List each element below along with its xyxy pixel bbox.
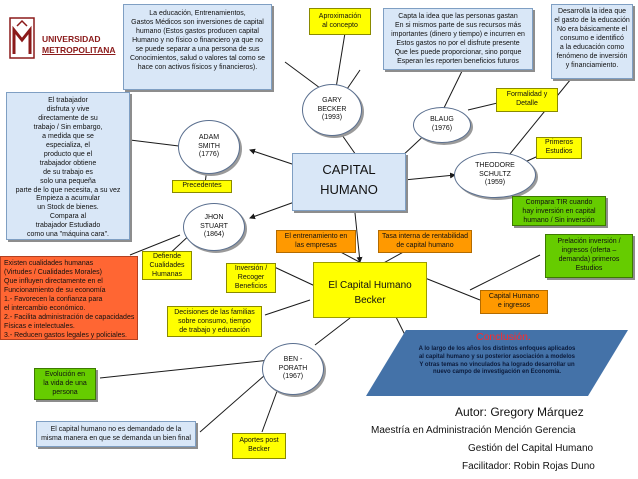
ben-porath-node: BEN - PORATH (1967) xyxy=(262,343,324,395)
precedentes-box: Precedentes xyxy=(172,180,232,193)
primeros-estudios-box: Primeros Estudios xyxy=(536,137,582,159)
no-demandado-box: El capital humano no es demandado de la … xyxy=(36,421,196,447)
inversion-recoger-box: Inversión / Recoger Beneficios xyxy=(226,263,276,293)
main-becker-node: El Capital Humano Becker xyxy=(313,262,427,318)
theodore-schultz-node: THEODORE SCHULTZ (1959) xyxy=(454,152,536,198)
evolucion-box: Evolución en la vida de una persona xyxy=(34,368,96,400)
conclusion-shape xyxy=(366,330,628,396)
ben-porath-label: BEN - PORATH (1967) xyxy=(278,355,308,381)
central-concept: CAPITAL HUMANO xyxy=(292,153,406,211)
formalidad-box: Formalidad y Detalle xyxy=(496,88,558,112)
adam-smith-node: ADAM SMITH (1776) xyxy=(178,120,240,174)
facilitator-credit: Facilitador: Robin Rojas Duno xyxy=(462,461,595,472)
educacion-inversion-box: La educación, Entrenamientos, Gastos Méd… xyxy=(123,4,272,90)
adam-smith-label: ADAM SMITH (1776) xyxy=(198,133,220,159)
trabajador-box: El trabajador disfruta y vive directamen… xyxy=(6,92,130,240)
prelacion-box: Prelación inversión / ingresos (oferta –… xyxy=(545,234,633,278)
degree-credit: Maestría en Administración Mención Geren… xyxy=(371,425,576,436)
course-credit: Gestión del Capital Humano xyxy=(468,443,594,454)
jhon-stuart-node: JHON STUART (1864) xyxy=(183,203,245,251)
decisiones-box: Decisiones de las familias sobre consumo… xyxy=(167,306,262,337)
cualidades-box: Existen cualidades humanas (Virtudes / C… xyxy=(0,256,138,340)
aproximacion-box: Aproximación al concepto xyxy=(309,8,371,35)
blaug-node: BLAUG (1976) xyxy=(413,107,471,143)
capta-idea-box: Capta la idea que las personas gastan En… xyxy=(383,8,533,70)
desarrolla-idea-box: Desarrolla la idea que el gasto de la ed… xyxy=(551,4,633,79)
author-credit: Autor: Gregory Márquez xyxy=(455,405,584,419)
conclusion-title: Conclusión. xyxy=(476,331,531,343)
gary-becker-node: GARY BECKER (1993) xyxy=(302,84,362,136)
gary-becker-label: GARY BECKER (1993) xyxy=(317,96,347,122)
jhon-stuart-label: JHON STUART (1864) xyxy=(200,213,228,239)
theodore-schultz-label: THEODORE SCHULTZ (1959) xyxy=(475,161,515,187)
logo-line2: METROPOLITANA xyxy=(42,45,116,55)
defiende-box: Defiende Cualidades Humanas xyxy=(142,251,192,280)
conclusion-text: A lo largo de los años los distintos enf… xyxy=(418,346,576,376)
logo-line1: UNIVERSIDAD xyxy=(42,34,101,44)
capital-humano-ingresos-box: Capital Humano e ingresos xyxy=(480,290,548,314)
compara-tir-box: Compara TIR cuando hay inversión en capi… xyxy=(512,196,606,226)
blaug-label: BLAUG (1976) xyxy=(430,116,454,132)
entrenamiento-box: El entrenamiento en las empresas xyxy=(276,230,356,253)
logo-emblem-icon xyxy=(9,17,35,59)
aportes-box: Aportes post Becker xyxy=(232,433,286,459)
university-logo: UNIVERSIDAD METROPOLITANA xyxy=(8,14,126,66)
conclusion-panel: Conclusión. A lo largo de los años los d… xyxy=(366,330,628,396)
tasa-interna-box: Tasa interna de rentabilidad de capital … xyxy=(378,230,472,253)
